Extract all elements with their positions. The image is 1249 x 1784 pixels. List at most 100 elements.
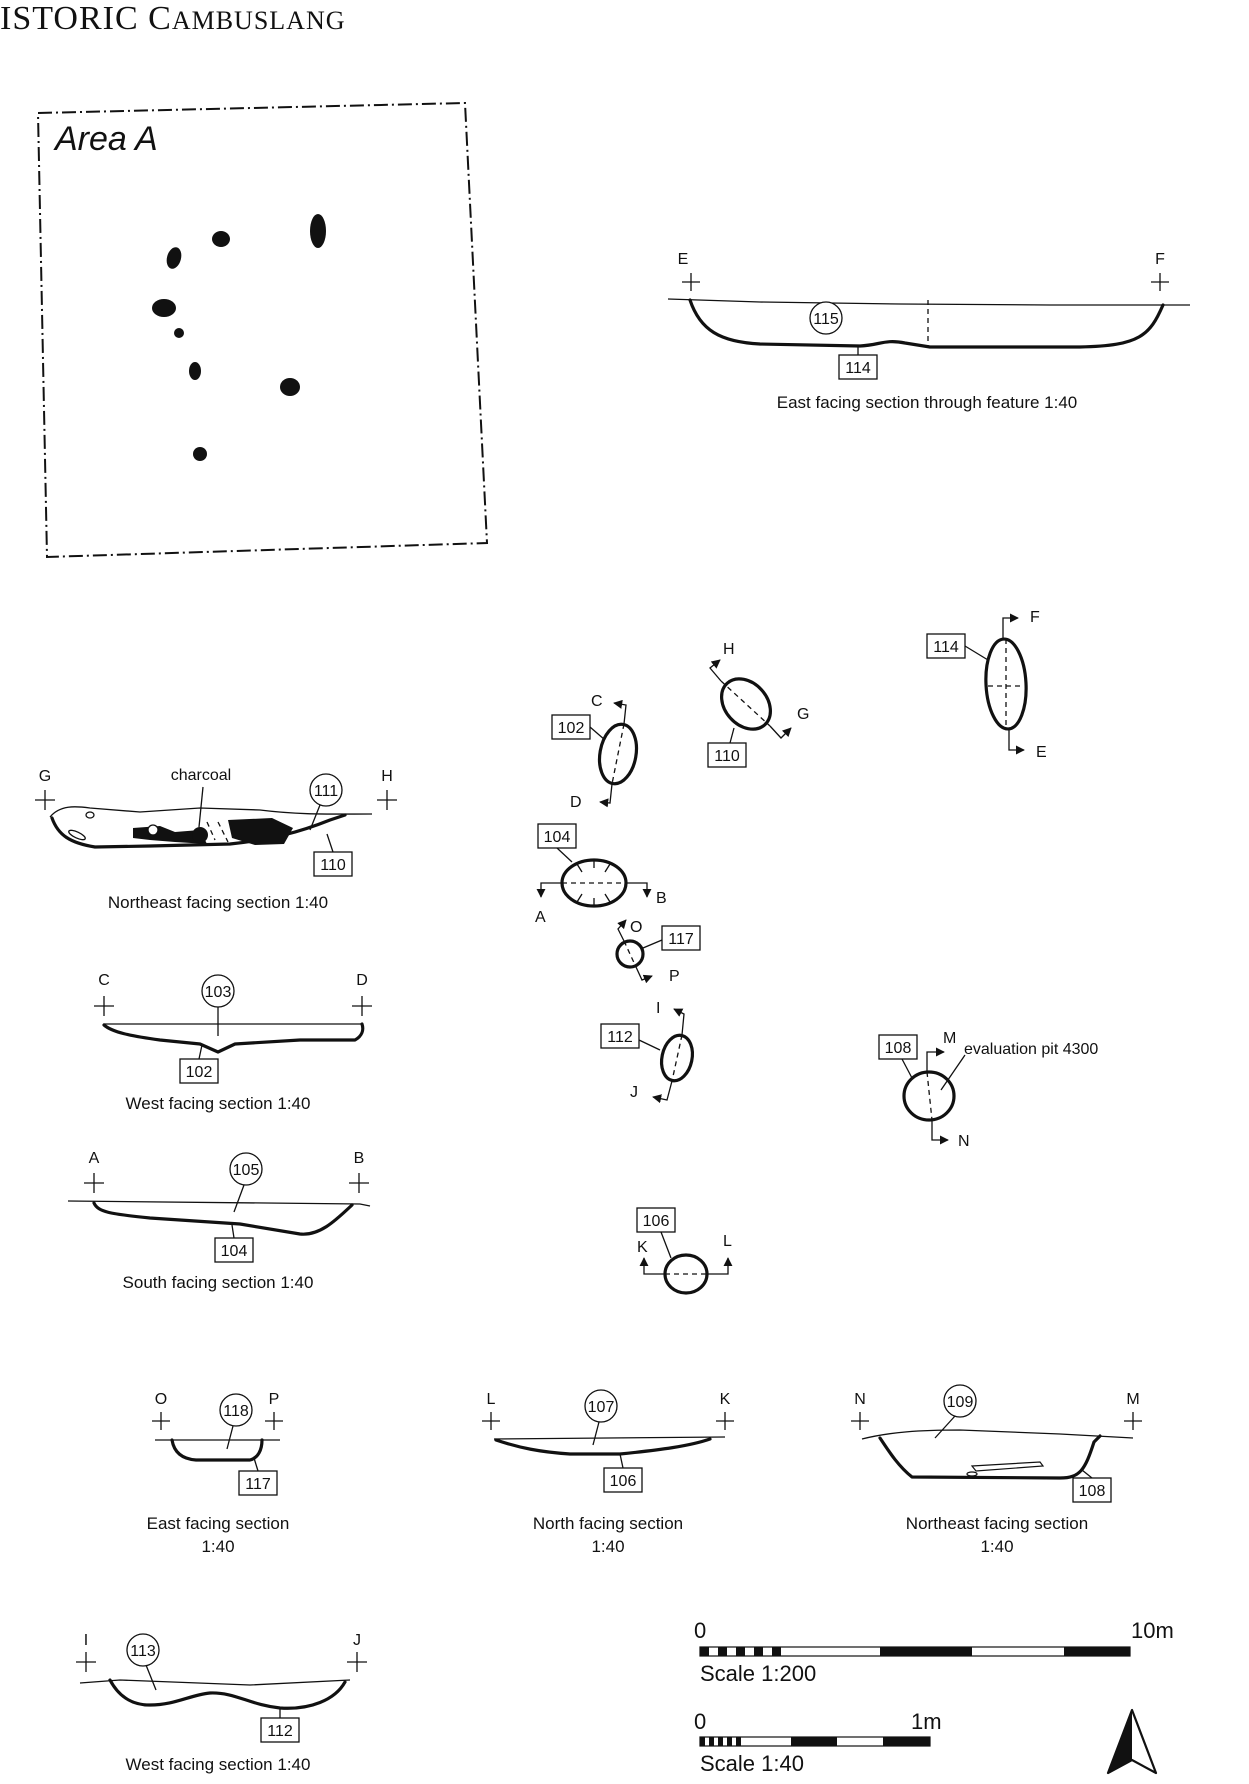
section-arrow: [673, 1008, 685, 1036]
datum-cross: [94, 996, 114, 1016]
scale-bar: [699, 1646, 1131, 1657]
feature-outline: [597, 722, 639, 786]
section-gh-left-label: G: [39, 768, 51, 785]
section-lk: L K 107 106 North facing section 1:40: [482, 1389, 734, 1556]
fill-number: 115: [813, 311, 839, 328]
arrow-label: N: [958, 1133, 970, 1150]
fill-number: 107: [588, 1399, 615, 1416]
datum-cross: [347, 1652, 367, 1672]
section-profile: [688, 298, 1165, 349]
cut-number: 104: [221, 1243, 248, 1260]
leader-line: [233, 1184, 245, 1213]
datum-cross: [265, 1412, 283, 1430]
section-nm-caption-line2: 1:40: [980, 1537, 1013, 1556]
cut-label-box: [926, 633, 966, 659]
cut-number: 102: [558, 720, 585, 737]
datum-cross: [1151, 273, 1169, 291]
fill-label-circle: [229, 1152, 263, 1186]
datum-cross: [35, 790, 55, 810]
scale-bar: [699, 1736, 931, 1747]
cut-number: 114: [933, 639, 959, 656]
section-nm-left-label: N: [854, 1391, 866, 1408]
posthole-blob: [166, 247, 182, 269]
plan-feature-114: 114 F E: [926, 609, 1047, 761]
leader-line: [145, 1664, 157, 1691]
plan-feature-117: O P 117: [615, 919, 701, 985]
section-ef-left-label: E: [678, 251, 689, 268]
stone-inclusion: [970, 1461, 1045, 1472]
section-arrow: [1008, 729, 1025, 755]
section-op-left-label: O: [155, 1391, 167, 1408]
section-profile: [108, 1678, 347, 1710]
section-gh-caption: Northeast facing section 1:40: [108, 893, 328, 912]
section-ij: I J 113 112 West facing section 1:40: [76, 1632, 367, 1774]
stone-inclusion: [68, 829, 86, 841]
cut-label-box: [707, 742, 747, 768]
section-nm-caption-line1: Northeast facing section: [906, 1514, 1088, 1533]
section-ij-caption: West facing section 1:40: [126, 1755, 311, 1774]
section-ij-left-label: I: [84, 1632, 88, 1649]
cut-label-box: [838, 354, 878, 380]
plan-feature-106: 106 K L: [636, 1207, 733, 1295]
leader-line: [592, 1421, 600, 1446]
datum-cross: [76, 1652, 96, 1672]
section-cd: C D 103 102 West facing section 1:40: [94, 972, 372, 1113]
posthole-blob: [174, 328, 184, 338]
plan-feature-104: 104 A B: [535, 823, 667, 926]
datum-cross: [851, 1412, 869, 1430]
ground-surface: [667, 298, 1190, 306]
area-label: Area A: [53, 120, 158, 158]
leader-line: [964, 645, 989, 661]
section-op: O P 118 117 East facing section 1:40: [147, 1391, 290, 1556]
section-lk-caption-line2: 1:40: [591, 1537, 624, 1556]
cut-label-box: [179, 1058, 219, 1084]
fill-number: 109: [947, 1394, 974, 1411]
fill-number: 103: [205, 984, 232, 1001]
cut-label-box: [214, 1237, 254, 1263]
cut-label-box: [600, 1023, 640, 1049]
leader-line: [729, 727, 735, 744]
section-arrow: [707, 1257, 733, 1275]
section-arrow: [617, 919, 627, 942]
leader-line: [253, 1457, 259, 1472]
datum-cross: [152, 1412, 170, 1430]
arrow-label: B: [656, 890, 667, 907]
fill-label-circle: [809, 301, 843, 335]
leader-line: [326, 833, 334, 853]
datum-cross: [482, 1412, 500, 1430]
section-line: [988, 639, 1024, 729]
arrow-label: C: [591, 693, 603, 710]
cut-label-box: [238, 1470, 278, 1496]
section-gh-right-label: H: [381, 768, 393, 785]
section-arrow: [926, 1047, 945, 1072]
leader-line: [901, 1058, 913, 1079]
scale-zero-label: 0: [694, 1709, 706, 1734]
fill-number: 111: [314, 783, 338, 800]
section-profile: [102, 1022, 365, 1054]
header-title-first: ISTORIC: [0, 0, 149, 37]
scale-end-label: 1m: [911, 1709, 942, 1734]
section-line: [671, 1034, 683, 1082]
stone-inclusion: [147, 824, 159, 836]
plan-feature-110: H G 110: [707, 641, 809, 768]
section-ab-right-label: B: [354, 1150, 365, 1167]
fill-label-circle: [943, 1384, 977, 1418]
fill-label-circle: [309, 773, 343, 807]
posthole-blob: [212, 231, 230, 247]
section-arrow: [626, 882, 652, 898]
cut-label-box: [260, 1717, 300, 1743]
cut-label-box: [1072, 1477, 1112, 1503]
scale-label: Scale 1:40: [700, 1751, 804, 1776]
cut-label-box: [661, 925, 701, 951]
charcoal-deposit: [228, 818, 293, 845]
cut-number: 114: [845, 360, 871, 377]
section-ab: A B 105 104 South facing section 1:40: [67, 1150, 371, 1292]
section-ab-caption: South facing section 1:40: [123, 1273, 314, 1292]
section-ef: E F 115 114 East facing section through …: [667, 251, 1190, 412]
posthole-blob: [193, 447, 207, 461]
arrow-label: D: [570, 794, 582, 811]
section-arrow: [635, 966, 653, 984]
plan-feature-108: 108 M N evaluation pit 4300: [878, 1030, 1098, 1150]
cut-label-box: [537, 823, 577, 849]
